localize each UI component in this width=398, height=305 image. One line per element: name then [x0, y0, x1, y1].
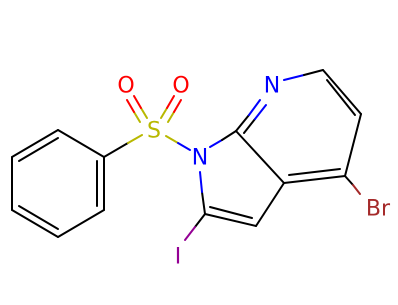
bond	[127, 134, 143, 144]
phenyl-ring	[11, 129, 105, 238]
bond	[11, 209, 59, 238]
bond	[11, 129, 59, 158]
bond	[283, 74, 305, 81]
bond	[322, 69, 362, 115]
bond	[103, 142, 129, 158]
atom-label-oxygen-left: O	[117, 74, 134, 99]
pyridine-ring	[235, 69, 362, 184]
bond	[133, 95, 142, 109]
bond	[283, 175, 346, 184]
bond	[184, 226, 196, 241]
atom-label-bromine: Br	[366, 197, 391, 222]
bond	[201, 191, 206, 215]
bond	[18, 137, 59, 162]
bond	[235, 114, 250, 132]
bond	[173, 99, 182, 113]
bond	[303, 69, 324, 76]
atom-label-sulfur: S	[147, 119, 161, 144]
bond	[209, 206, 253, 219]
bond	[199, 171, 203, 193]
bond	[140, 107, 148, 119]
atom-label-n-pyrrole: N	[192, 146, 208, 171]
bond	[57, 209, 105, 238]
bond	[254, 104, 267, 120]
bond	[160, 107, 168, 119]
bond	[326, 79, 356, 116]
bond	[344, 113, 362, 177]
bond	[209, 139, 223, 148]
bond	[352, 184, 361, 195]
bond	[57, 129, 105, 158]
bond	[221, 130, 237, 141]
pyrrole-ring	[199, 130, 285, 227]
bond	[177, 142, 191, 151]
bond	[166, 95, 175, 109]
bond	[126, 99, 135, 113]
bond	[204, 213, 257, 227]
atom-label-n-pyridine: N	[264, 74, 280, 99]
bond	[235, 130, 285, 184]
bond	[248, 99, 261, 116]
bond	[344, 175, 354, 186]
bond	[167, 111, 175, 123]
bond	[194, 213, 206, 228]
bond	[133, 111, 141, 123]
bond	[243, 118, 256, 134]
atom-label-oxygen-right: O	[172, 74, 189, 99]
bond	[255, 182, 285, 227]
atom-label-iodine: I	[175, 245, 182, 270]
bond	[288, 168, 341, 176]
bond	[18, 205, 59, 230]
bond	[165, 135, 179, 144]
